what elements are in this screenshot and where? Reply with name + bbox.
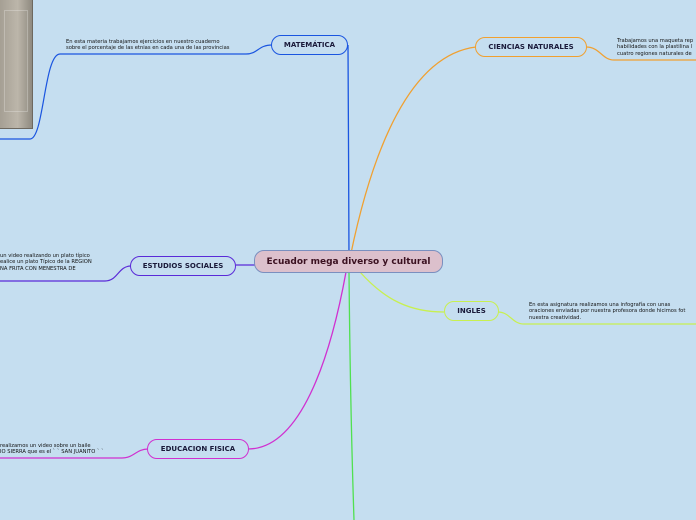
ciencias-connector	[349, 46, 477, 259]
note-ciencias-naturales: Trabajamos una maqueta rep habilidades c…	[617, 38, 694, 57]
matematica-note-connector	[0, 44, 273, 140]
node-matematica[interactable]: MATEMÁTICA	[271, 35, 348, 55]
extra-connector	[348, 271, 355, 520]
node-ingles[interactable]: INGLES	[444, 301, 499, 321]
note-educacion-fisica: realizamos un video sobre un baile IO SI…	[0, 443, 104, 456]
sociales-note-connector	[0, 265, 132, 282]
attached-photo	[0, 0, 33, 129]
node-ciencias-naturales[interactable]: CIENCIAS NATURALES	[475, 37, 587, 57]
node-estudios-sociales[interactable]: ESTUDIOS SOCIALES	[130, 256, 236, 276]
central-topic[interactable]: Ecuador mega diverso y cultural	[254, 250, 443, 273]
note-ingles: En esta asignatura realizamos una infogr…	[529, 302, 686, 321]
matematica-connector	[347, 44, 350, 261]
ingles-note-connector	[497, 311, 696, 325]
ingles-connector	[359, 271, 445, 313]
fisica-note-connector	[0, 448, 149, 459]
fisica-connector	[247, 271, 347, 450]
note-matematica: En esta materia trabajamos ejercicios en…	[66, 39, 230, 52]
note-estudios-sociales: un video realizando un plato típico eali…	[0, 253, 92, 272]
ciencias-note-connector	[585, 46, 696, 61]
node-educacion-fisica[interactable]: EDUCACION FISICA	[147, 439, 249, 459]
